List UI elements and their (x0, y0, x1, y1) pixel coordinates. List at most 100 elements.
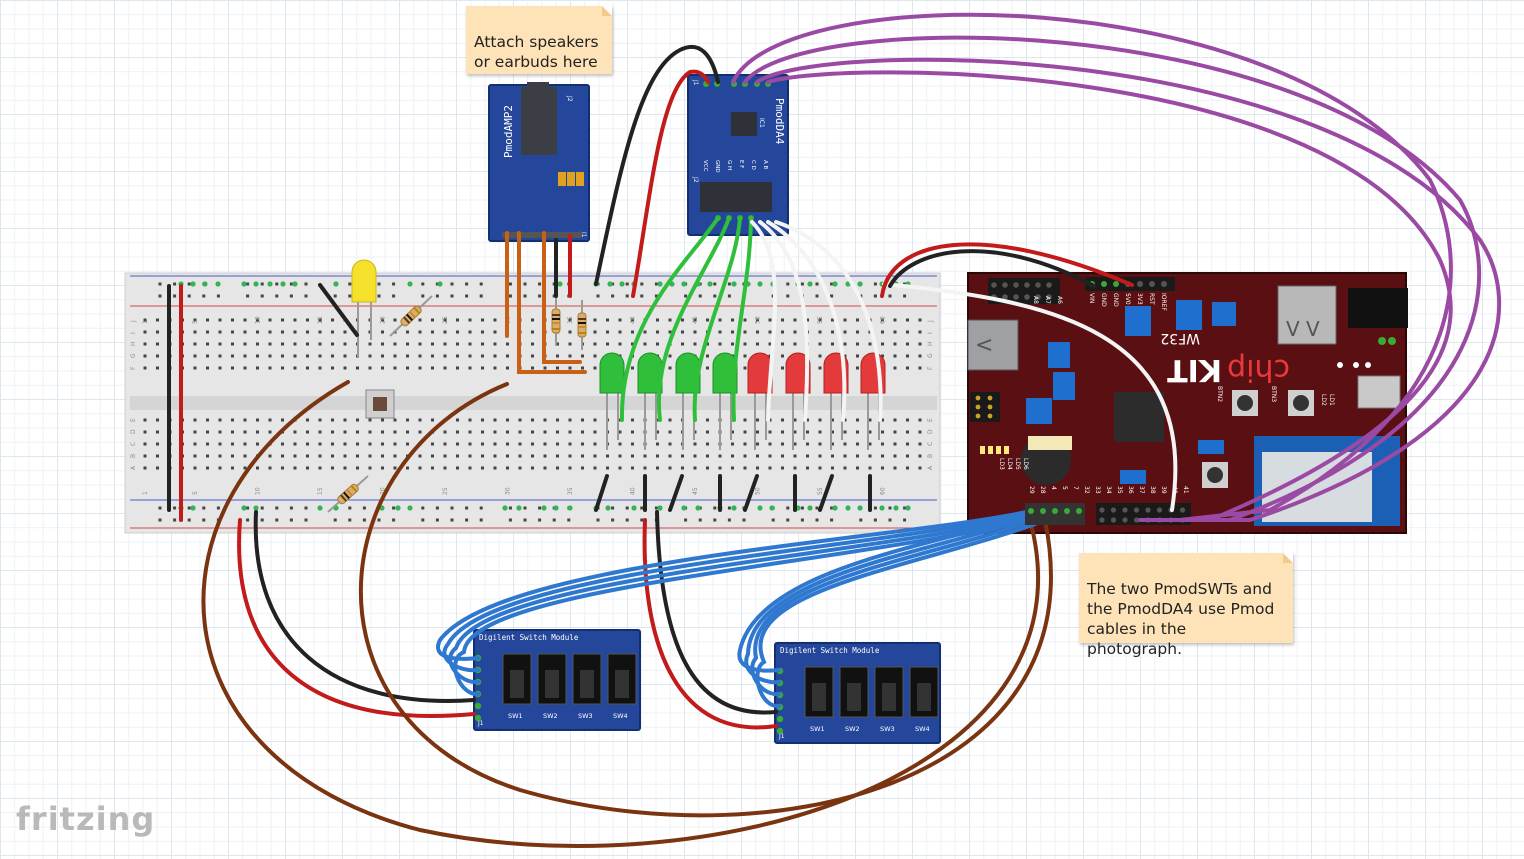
bb-hole (681, 330, 684, 334)
bb-hole (856, 342, 859, 346)
bb-used-hole (857, 505, 863, 511)
bb-hole (268, 430, 272, 434)
bb-hole (706, 418, 709, 422)
bb-hole (631, 366, 634, 370)
board-bottom-pin-label: 28 (1039, 486, 1046, 494)
da4-pin-label: E F (738, 160, 744, 168)
slide-switch-knob (545, 670, 559, 698)
bb-hole (593, 442, 597, 446)
bb-hole (456, 330, 459, 334)
bb-hole (806, 318, 809, 322)
bb-hole (743, 454, 747, 458)
bb-hole (906, 354, 909, 358)
bb-hole (793, 466, 797, 470)
bb-hole (493, 318, 497, 322)
bb-hole (593, 454, 597, 458)
bb-hole (143, 454, 147, 458)
bb-rail-hole (392, 294, 396, 298)
bb-rail-hole (742, 518, 746, 522)
bb-hole (793, 318, 797, 322)
bb-hole (843, 318, 847, 322)
pmod-da4-ic1: IC1 (758, 118, 765, 128)
bb-used-hole (317, 505, 323, 511)
breadboard[interactable]: 1155101015152020252530303535404045455050… (124, 272, 941, 534)
yellow-led[interactable] (351, 259, 377, 358)
bb-hole (256, 466, 259, 470)
bb-hole (831, 430, 834, 434)
bb-hole (668, 354, 672, 358)
bb-hole (318, 318, 322, 322)
bb-rail-hole (888, 506, 892, 510)
bb-hole (243, 418, 247, 422)
bb-hole (443, 466, 447, 470)
bb-rail-hole (873, 518, 877, 522)
bb-col-label-top: 40 (630, 316, 637, 324)
bb-hole (531, 354, 534, 358)
bb-hole (481, 342, 484, 346)
bb-hole (543, 418, 547, 422)
bb-used-hole (845, 505, 851, 511)
bb-hole (331, 330, 334, 334)
svg-text:V V: V V (1286, 317, 1320, 341)
bb-hole (631, 318, 634, 322)
pmod-amp2-module[interactable]: PmodAMP2 J2 J1 (488, 82, 590, 242)
da4-pin-label: GND (714, 160, 720, 173)
bb-col-label-bottom: 50 (755, 487, 762, 495)
bb-used-hole (807, 281, 813, 287)
bb-row-label-left: E (130, 418, 137, 422)
bb-hole (231, 354, 234, 358)
bb-hole (556, 342, 559, 346)
bb-hole (456, 454, 459, 458)
board-bottom-pin-label: 38 (1149, 486, 1156, 494)
bb-col-label-bottom: 60 (880, 487, 887, 495)
bb-rail-hole (786, 506, 790, 510)
bb-row-label-right: I (927, 332, 934, 334)
switch-label: SW1 (810, 725, 825, 733)
bb-col-label-bottom: 40 (630, 487, 637, 495)
bb-hole (393, 342, 397, 346)
bb-hole (156, 366, 159, 370)
bb-used-hole (757, 505, 763, 511)
wires (167, 12, 1502, 848)
bb-hole (156, 418, 159, 422)
board-bottom-pin-label: 41 (1182, 486, 1189, 494)
chipkit-wf32-board[interactable]: < V V chip KIT WF32 BTN2 BTN3 LD2 (967, 272, 1408, 534)
bb-used-hole (253, 505, 259, 511)
bb-hole (693, 466, 697, 470)
bb-hole (493, 454, 497, 458)
bb-hole (406, 466, 409, 470)
bb-used-hole (202, 281, 208, 287)
bb-hole (343, 466, 347, 470)
bb-hole (818, 430, 822, 434)
bb-hole (431, 330, 434, 334)
bb-rail-hole (786, 294, 790, 298)
fritzing-logo: fritzing (16, 800, 156, 838)
bb-rail-hole (698, 518, 702, 522)
bb-hole (143, 354, 147, 358)
bb-used-hole (769, 505, 775, 511)
bb-hole (443, 318, 447, 322)
board-bottom-pin-label: 33 (1094, 486, 1101, 494)
bb-hole (643, 454, 647, 458)
bb-hole (456, 466, 459, 470)
bb-hole (868, 330, 872, 334)
bb-hole (756, 342, 759, 346)
bb-hole (218, 342, 222, 346)
bb-col-label-top: 20 (380, 316, 387, 324)
bb-hole (143, 318, 147, 322)
bb-hole (456, 318, 459, 322)
bb-hole (843, 454, 847, 458)
pushbutton[interactable] (365, 389, 395, 419)
bb-hole (693, 342, 697, 346)
bb-rail-hole (815, 506, 819, 510)
bb-hole (881, 318, 884, 322)
green-led (599, 352, 625, 450)
bb-rail-hole (625, 506, 629, 510)
bb-hole (618, 342, 622, 346)
bb-used-hole (516, 505, 522, 511)
bb-hole (631, 330, 634, 334)
bb-rail-hole (815, 518, 819, 522)
